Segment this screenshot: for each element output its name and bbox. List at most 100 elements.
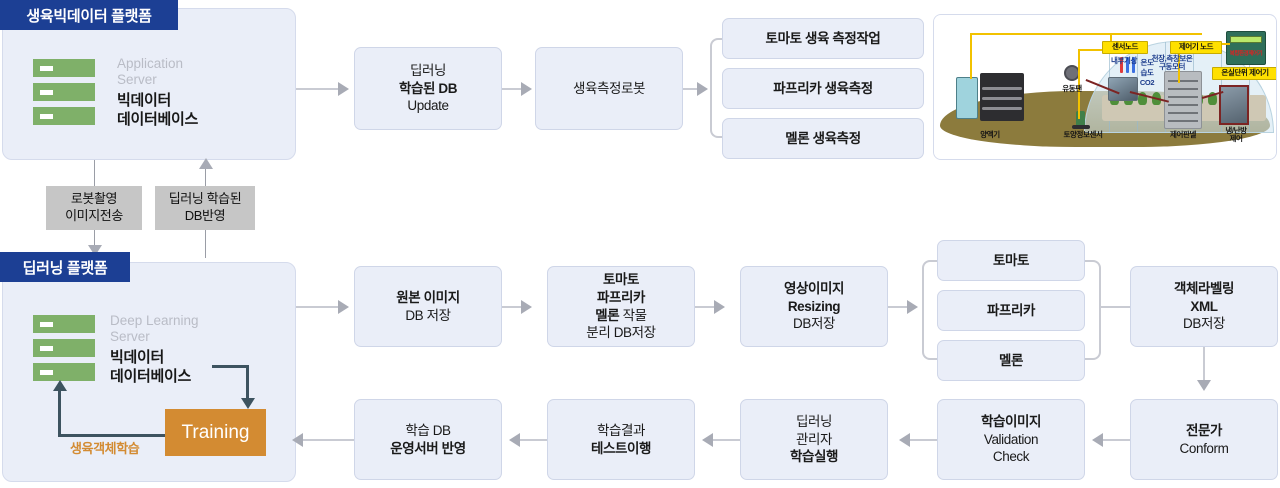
db-update-line3: Update [407, 98, 449, 114]
label-humidity: 습도 [1140, 68, 1154, 77]
crop-merge-bracket-right [1085, 260, 1101, 360]
box-training-db-deploy[interactable]: 학습 DB 운영서버 반영 [354, 399, 502, 480]
line-test-to-deploy [515, 439, 547, 441]
training-exec-line1: 딥러닝 [795, 413, 833, 429]
box-training-result-test[interactable]: 학습결과 테스트이행 [547, 399, 695, 480]
arrow-trainexec-to-test [702, 433, 713, 447]
paprika-growth-label: 파프리카 생육측정 [773, 80, 873, 96]
application-server-caption: Application Server 빅데이터 데이터베이스 [117, 56, 198, 128]
box-training-execution[interactable]: 딥러닝 관리자 학습실행 [740, 399, 888, 480]
validation-line1: 학습이미지 [980, 413, 1042, 429]
box-validation-check[interactable]: 학습이미지 Validation Check [937, 399, 1085, 480]
line-validation-to-trainexec [905, 439, 937, 441]
tomato-growth-label: 토마토 생육 측정작업 [765, 30, 881, 46]
tag-greenhouse-unit-controller: 온실단위 제어기 [1212, 67, 1276, 80]
crop-split-line2: 파프리카 [596, 289, 646, 305]
label-cooling-heating: 냉/난방 제어 [1225, 126, 1247, 144]
arrow-dl-to-bigdata-up [199, 158, 213, 169]
arrow-dlpanel-to-original [338, 300, 349, 314]
arrow-training-to-db [53, 380, 67, 391]
dl-server-bar-3 [33, 363, 95, 381]
box-object-labeling-xml[interactable]: 객체라벨링 XML DB저장 [1130, 266, 1278, 347]
label-robot-capture-transfer: 로봇촬영 이미지전송 [46, 186, 142, 230]
box-growth-measuring-robot[interactable]: 생육측정로봇 [535, 47, 683, 130]
crop-paprika-label: 파프리카 [986, 302, 1036, 318]
cooling-heating-photo [1219, 85, 1249, 125]
arrow-deploy-to-dlpanel [292, 433, 303, 447]
validation-line2: Validation [983, 431, 1039, 447]
resizing-line3: DB저장 [792, 316, 835, 332]
crop-branch-bracket-left [922, 260, 938, 360]
line-training-to-db-v [58, 389, 61, 437]
original-image-line2: DB 저장 [405, 307, 451, 323]
db-update-line2: 학습된 DB [398, 80, 458, 96]
robot-label: 생육측정로봇 [572, 80, 646, 96]
application-server-rack-icon [33, 59, 95, 125]
box-expert-conform[interactable]: 전문가 Conform [1130, 399, 1278, 480]
box-crop-split-db[interactable]: 토마토 파프리카 멜론 작물 분리 DB저장 [547, 266, 695, 347]
label-temperature: 온도 [1140, 58, 1154, 67]
melon-growth-label: 멜론 생육측정 [785, 130, 861, 146]
dl-server-sub-line2: Server [110, 328, 150, 344]
label-internal-weather: 내부기상 [1111, 56, 1137, 65]
box-paprika-growth-measurement[interactable]: 파프리카 생육측정 [722, 68, 924, 109]
server-bar-3 [33, 107, 95, 125]
expert-line2: Conform [1179, 440, 1229, 456]
arrow-resizing-to-cropbranch [907, 300, 918, 314]
box-crop-paprika[interactable]: 파프리카 [937, 290, 1085, 331]
arrow-test-to-deploy [509, 433, 520, 447]
arrow-split-to-resizing [714, 300, 725, 314]
arrow-db-to-training [241, 398, 255, 409]
test-line2: 테스트이행 [590, 440, 652, 456]
arrow-bigdata-to-dbupdate [338, 82, 349, 96]
application-server-sub-line1: Application [117, 56, 184, 71]
arrow-bigdata-to-dl-down [88, 245, 102, 256]
line-bigdata-to-dbupdate [296, 88, 338, 90]
server-led-3 [40, 114, 53, 119]
labeling-line3: DB저장 [1182, 316, 1225, 332]
greenhouse-illustration-frame: 복합환경제어기 센서노드 제어기 노드 온실단위 제어기 내부기상 [933, 14, 1277, 160]
nutrient-solution-machine [956, 77, 978, 119]
box-crop-tomato[interactable]: 토마토 [937, 240, 1085, 281]
arrow-expert-to-validation [1092, 433, 1103, 447]
box-crop-melon[interactable]: 멜론 [937, 340, 1085, 381]
robot-capture-line1: 로봇촬영 [70, 191, 118, 207]
box-deeplearning-db-update[interactable]: 딥러닝 학습된 DB Update [354, 47, 502, 130]
tag-controller-node: 제어기 노드 [1170, 41, 1222, 54]
line-dlpanel-to-original [296, 306, 338, 308]
line-cropmerge-to-labeling [1101, 306, 1137, 308]
line-resizing-to-cropbranch [888, 306, 914, 308]
label-soil-sensor: 토양정보센서 [1063, 130, 1103, 139]
label-circulation-fan: 유동팬 [1062, 84, 1082, 93]
control-panel-cabinet [1164, 71, 1202, 129]
crop-split-line4: 분리 DB저장 [586, 325, 656, 341]
server-led-2 [40, 90, 53, 95]
crop-tomato-label: 토마토 [992, 252, 1030, 268]
dl-server-led-1 [40, 322, 53, 327]
line-original-to-split [502, 306, 528, 308]
box-image-resizing-db[interactable]: 영상이미지 Resizing DB저장 [740, 266, 888, 347]
box-original-image-db[interactable]: 원본 이미지 DB 저장 [354, 266, 502, 347]
resizing-line2: Resizing [787, 298, 841, 314]
training-label: Training [181, 421, 250, 443]
line-db-to-training-h [212, 365, 249, 368]
training-caption-label: 생육객체학습 [70, 441, 140, 456]
deeplearning-server-rack-icon [33, 315, 95, 381]
tag-sensor-node: 센서노드 [1102, 41, 1148, 54]
box-melon-growth-measurement[interactable]: 멜론 생육측정 [722, 118, 924, 159]
box-tomato-growth-measurement[interactable]: 토마토 생육 측정작업 [722, 18, 924, 59]
deeplearning-server-caption: Deep Learning Server 빅데이터 데이터베이스 [110, 313, 199, 385]
arrow-dbupdate-to-robot [521, 82, 532, 96]
environment-controller-device [1226, 31, 1266, 65]
db-reflect-line1: 딥러닝 학습된 [168, 191, 242, 207]
training-box[interactable]: Training [165, 409, 266, 456]
original-image-line1: 원본 이미지 [396, 289, 460, 305]
line-deploy-to-dlpanel [298, 439, 354, 441]
arrow-validation-to-trainexec [899, 433, 910, 447]
db-reflect-line2: DB반영 [184, 208, 226, 223]
server-bar-1 [33, 59, 95, 77]
bigdata-db-line2: 데이터베이스 [117, 110, 199, 128]
label-nutrient-machine: 양액기 [980, 130, 1000, 139]
bigdata-platform-badge-label: 생육빅데이터 플랫폼 [26, 7, 152, 25]
dl-server-bar-1 [33, 315, 95, 333]
